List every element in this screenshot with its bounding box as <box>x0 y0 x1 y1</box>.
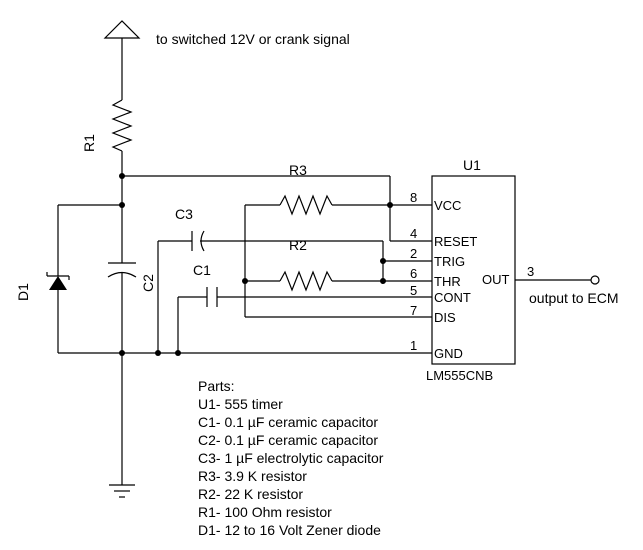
parts-item: R1- 100 Ohm resistor <box>198 504 332 520</box>
c1-capacitor <box>177 287 432 353</box>
output-terminal <box>515 275 600 285</box>
ground-symbol <box>109 484 135 498</box>
parts-heading: Parts: <box>198 378 235 394</box>
supply-note: to switched 12V or crank signal <box>156 31 350 47</box>
parts-item: D1- 12 to 16 Volt Zener diode <box>198 522 381 538</box>
c1-label: C1 <box>193 262 211 278</box>
ic-ref-label: U1 <box>463 157 481 173</box>
ic-part-label: LM555CNB <box>426 368 493 383</box>
r3-resistor <box>245 194 432 216</box>
parts-item: C2- 0.1 µF ceramic capacitor <box>198 432 378 448</box>
r3-label: R3 <box>289 162 307 178</box>
c3-capacitor <box>157 230 384 353</box>
pin-num-4: 4 <box>410 226 417 241</box>
parts-item: R2- 22 K resistor <box>198 486 303 502</box>
parts-item: R3- 3.9 K resistor <box>198 468 307 484</box>
pin-name-reset: RESET <box>434 234 477 249</box>
parts-item: C1- 0.1 µF ceramic capacitor <box>198 414 378 430</box>
pin-num-5: 5 <box>410 283 417 298</box>
c2-label: C2 <box>140 274 156 292</box>
pin-name-vcc: VCC <box>434 198 461 213</box>
pin-name-dis: DIS <box>434 310 456 325</box>
pin-name-cont: CONT <box>434 290 471 305</box>
junction-dots <box>119 173 393 356</box>
output-note: output to ECM <box>529 290 619 306</box>
r1-resistor <box>111 99 133 152</box>
pin-num-8: 8 <box>410 190 417 205</box>
pin-name-gnd: GND <box>434 346 463 361</box>
parts-item: U1- 555 timer <box>198 396 283 412</box>
main-rail <box>107 38 137 485</box>
r1-label: R1 <box>81 134 97 152</box>
pin-num-1: 1 <box>410 338 417 353</box>
r2-label: R2 <box>289 237 307 253</box>
ic-u1: U1 LM555CNB VCC RESET TRIG THR CONT DIS … <box>410 157 534 383</box>
r2-resistor <box>245 270 432 292</box>
pin-name-trig: TRIG <box>434 254 465 269</box>
pin-num-3: 3 <box>527 264 534 279</box>
pin-name-thr: THR <box>434 274 461 289</box>
d1-label: D1 <box>15 283 31 301</box>
pin-num-7: 7 <box>410 303 417 318</box>
pin-num-2: 2 <box>410 246 417 261</box>
parts-list: Parts: U1- 555 timer C1- 0.1 µF ceramic … <box>198 378 384 538</box>
pin-name-out: OUT <box>482 272 510 287</box>
supply-symbol <box>103 20 141 39</box>
parts-item: C3- 1 µF electrolytic capacitor <box>198 450 384 466</box>
d1-zener-diode <box>46 204 122 353</box>
c3-label: C3 <box>175 206 193 222</box>
pin-num-6: 6 <box>410 266 417 281</box>
